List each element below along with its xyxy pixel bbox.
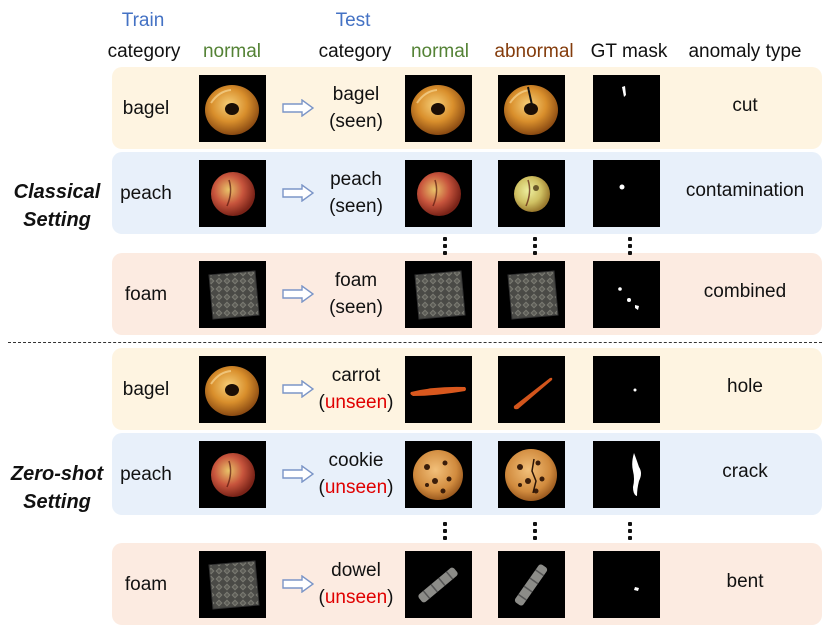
train-category: foam (124, 284, 168, 305)
arrow-right-outline-icon (282, 575, 314, 593)
setting-divider (8, 342, 822, 343)
vertical-ellipsis-icon (442, 237, 448, 258)
anomaly-type: crack (722, 461, 768, 482)
test-category: peach (seen) (314, 166, 398, 220)
test-category-name: dowel (331, 560, 381, 581)
train-normal-image (199, 441, 266, 508)
header-anomaly-type: anomaly type (688, 41, 802, 62)
test-category-name: carrot (331, 365, 381, 386)
test-abnormal-image (498, 356, 565, 423)
test-category-name: bagel (332, 84, 380, 105)
gt-mask-image (593, 75, 660, 142)
header-test-normal: normal (410, 41, 470, 62)
train-category: peach (120, 464, 172, 485)
arrow-right-outline-icon (282, 465, 314, 483)
test-abnormal-image (498, 551, 565, 618)
arrow-right-outline-icon (282, 285, 314, 303)
test-category-name: peach (330, 169, 382, 190)
test-normal-image (405, 441, 472, 508)
anomaly-type: bent (726, 571, 764, 592)
test-category-tag: (unseen) (318, 587, 394, 608)
anomaly-type: hole (727, 376, 763, 397)
test-category: carrot (unseen) (314, 362, 398, 416)
gt-mask-image (593, 160, 660, 227)
train-normal-image (199, 356, 266, 423)
unseen-tag: unseen (324, 587, 388, 608)
test-category-tag: (seen) (329, 196, 383, 217)
header-train-normal: normal (202, 41, 262, 62)
test-abnormal-image (498, 441, 565, 508)
test-abnormal-image (498, 160, 565, 227)
header-test: Test (335, 10, 371, 31)
unseen-tag: unseen (324, 392, 388, 413)
classical-setting-line1: Classical (13, 181, 101, 203)
test-category: dowel (unseen) (314, 557, 398, 611)
vertical-ellipsis-icon (627, 237, 633, 258)
test-category-tag: (seen) (329, 111, 383, 132)
test-category-tag: (unseen) (318, 392, 394, 413)
train-normal-image (199, 75, 266, 142)
train-category: foam (124, 574, 168, 595)
anomaly-type: cut (732, 95, 758, 116)
test-abnormal-image (498, 261, 565, 328)
anomaly-type: combined (703, 281, 787, 302)
test-category: foam (seen) (314, 267, 398, 321)
vertical-ellipsis-icon (442, 522, 448, 543)
test-normal-image (405, 551, 472, 618)
test-normal-image (405, 261, 472, 328)
gt-mask-image (593, 551, 660, 618)
header-test-abnormal: abnormal (494, 41, 574, 62)
train-category: peach (120, 183, 172, 204)
vertical-ellipsis-icon (532, 522, 538, 543)
classical-setting-label: Classical Setting (2, 178, 112, 234)
vertical-ellipsis-icon (627, 522, 633, 543)
gt-mask-image (593, 261, 660, 328)
header-train-category: category (107, 41, 181, 62)
header-test-category: category (318, 41, 392, 62)
train-category: bagel (122, 379, 170, 400)
train-normal-image (199, 551, 266, 618)
test-normal-image (405, 75, 472, 142)
arrow-right-outline-icon (282, 99, 314, 117)
zeroshot-setting-label: Zero-shot Setting (2, 460, 112, 516)
train-normal-image (199, 160, 266, 227)
test-category-name: cookie (328, 450, 384, 471)
header-gt-mask: GT mask (590, 41, 668, 62)
zeroshot-setting-line2: Setting (23, 491, 91, 513)
gt-mask-image (593, 356, 660, 423)
test-abnormal-image (498, 75, 565, 142)
test-category: bagel (seen) (314, 81, 398, 135)
vertical-ellipsis-icon (532, 237, 538, 258)
test-category-tag: (seen) (329, 297, 383, 318)
unseen-tag: unseen (324, 477, 388, 498)
gt-mask-image (593, 441, 660, 508)
header-train: Train (121, 10, 165, 31)
test-category-name: foam (334, 270, 378, 291)
classical-setting-line2: Setting (23, 209, 91, 231)
train-normal-image (199, 261, 266, 328)
train-category: bagel (122, 98, 170, 119)
test-normal-image (405, 160, 472, 227)
test-category: cookie (unseen) (314, 447, 398, 501)
arrow-right-outline-icon (282, 184, 314, 202)
test-normal-image (405, 356, 472, 423)
zeroshot-setting-line1: Zero-shot (10, 463, 104, 485)
test-category-tag: (unseen) (318, 477, 394, 498)
anomaly-type: contamination (685, 180, 805, 201)
arrow-right-outline-icon (282, 380, 314, 398)
